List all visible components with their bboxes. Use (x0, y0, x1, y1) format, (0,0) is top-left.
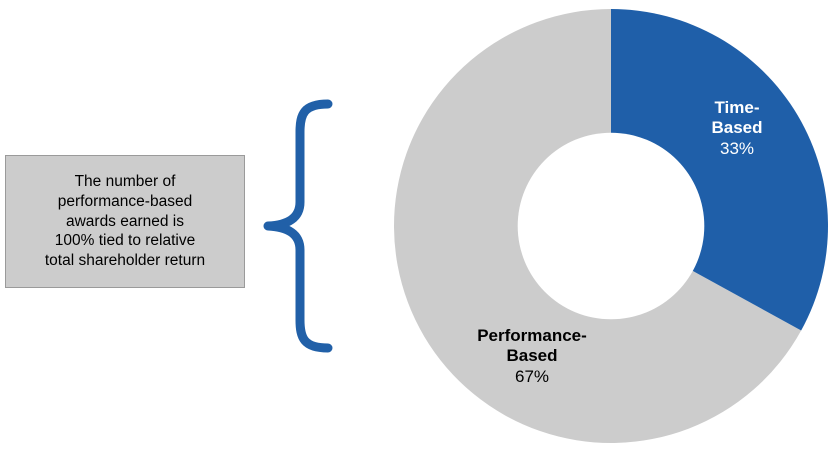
curly-brace-icon (263, 99, 333, 353)
slice-label-performance-based-line2: Based (506, 346, 558, 366)
curly-brace-connector (258, 98, 338, 354)
slice-value-performance-based: 67% (514, 366, 550, 386)
callout-textbox: The number of performance-based awards e… (5, 155, 245, 288)
slice-label-time-based: Time- Based 33% (672, 98, 802, 159)
slice-value-time-based: 33% (719, 138, 755, 158)
donut-chart-svg (394, 9, 829, 443)
slice-label-performance-based-line1: Performance- (477, 326, 587, 345)
slice-label-time-based-line2: Based (711, 118, 763, 138)
callout-textbox-label: The number of performance-based awards e… (44, 172, 206, 270)
donut-chart (386, 0, 837, 451)
donut-center-hole (517, 132, 705, 320)
slice-label-time-based-line1: Time- (714, 98, 760, 117)
slice-label-performance-based: Performance- Based 67% (437, 326, 627, 387)
